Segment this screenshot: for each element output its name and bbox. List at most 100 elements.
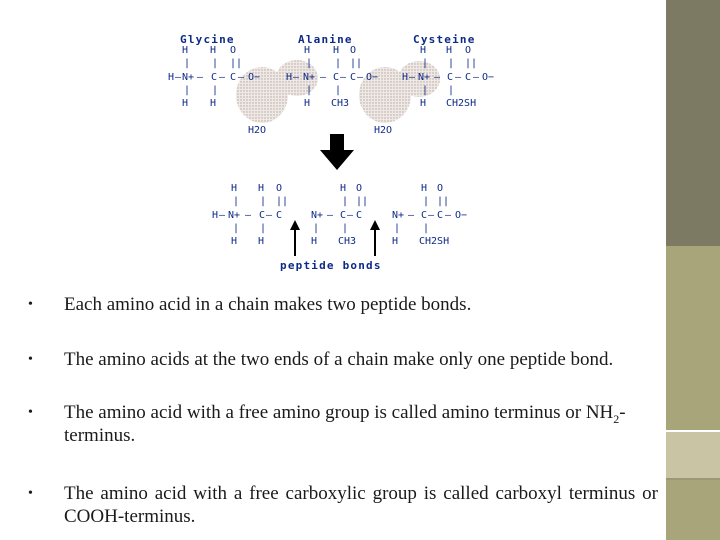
atom-h: H	[168, 72, 174, 83]
bond-v: |	[184, 58, 190, 69]
sidebar-block	[666, 246, 720, 430]
atom-o-minus: O−	[455, 210, 467, 221]
bond-v: |	[184, 85, 190, 96]
atom-h: H	[304, 98, 310, 109]
atom-h: H	[231, 236, 237, 247]
bond-h: —	[434, 72, 441, 83]
bond-v: |	[335, 85, 341, 96]
tripeptide-alanine-residue: H O | || N+ — C — C | | H CH3	[311, 183, 368, 247]
peptide-bond-diagram: Glycine Alanine Cysteine H H O | | || H …	[168, 33, 494, 272]
bond-h: —	[409, 72, 416, 83]
atom-n-plus: N+	[418, 72, 430, 83]
bond-v: |	[313, 223, 319, 234]
bullet-icon: •	[28, 486, 33, 501]
bond-h: —	[455, 72, 462, 83]
atom-c: C	[259, 210, 265, 221]
bond-h: —	[293, 72, 300, 83]
bond-h: —	[219, 210, 226, 221]
bond-h: —	[428, 210, 435, 221]
atom-o: O	[437, 183, 443, 194]
bond-h: —	[320, 72, 327, 83]
bullet-text-part: The amino acid with a free amino group i…	[64, 402, 614, 423]
bond-v: |	[260, 223, 266, 234]
atom-o-minus: O−	[248, 72, 260, 83]
atom-n-plus: N+	[228, 210, 240, 221]
water-label-left: H2O	[248, 125, 266, 136]
bond-h: —	[175, 72, 182, 83]
bond-double-v: ||	[437, 196, 449, 207]
bond-double-v: ||	[356, 196, 368, 207]
bond-v: |	[212, 58, 218, 69]
cysteine-label: Cysteine	[413, 33, 476, 46]
atom-o-minus: O−	[366, 72, 378, 83]
atom-ch2sh: CH2SH	[446, 98, 476, 109]
bullet-item: • The amino acid with a free amino group…	[28, 401, 658, 447]
bond-v: |	[423, 223, 429, 234]
atom-h: H	[182, 45, 188, 56]
atom-h: H	[258, 236, 264, 247]
bond-v: |	[233, 223, 239, 234]
atom-o: O	[276, 183, 282, 194]
bullet-text-part: -terminus.	[64, 402, 626, 446]
cysteine-structure: H H O | | || H — N+ — C — C — O− | | H C…	[402, 45, 494, 109]
bullet-item: • Each amino acid in a chain makes two p…	[28, 293, 658, 316]
bullet-item: • The amino acid with a free carboxylic …	[28, 482, 658, 528]
bullet-icon: •	[28, 352, 33, 367]
atom-n-plus: N+	[182, 72, 194, 83]
bond-v: |	[423, 196, 429, 207]
atom-o: O	[350, 45, 356, 56]
atom-h: H	[392, 236, 398, 247]
atom-o-minus: O−	[482, 72, 494, 83]
bond-h: —	[408, 210, 415, 221]
decorative-sidebar	[666, 0, 720, 540]
atom-c: C	[276, 210, 282, 221]
bullet-text: The amino acid with a free carboxylic gr…	[64, 483, 658, 527]
bond-h: —	[266, 210, 273, 221]
bond-v: |	[306, 58, 312, 69]
bond-v: |	[260, 196, 266, 207]
bond-h: —	[357, 72, 364, 83]
atom-c: C	[437, 210, 443, 221]
atom-h: H	[333, 45, 339, 56]
glycine-structure: H H O | | || H — N+ — C — C — O− | | H H	[168, 45, 260, 109]
bullet-text: The amino acids at the two ends of a cha…	[64, 349, 614, 370]
bond-h: —	[340, 72, 347, 83]
water-label-right: H2O	[374, 125, 392, 136]
peptide-bonds-label: peptide bonds	[280, 259, 382, 272]
sidebar-block	[666, 0, 720, 246]
water-blob-right	[359, 61, 440, 123]
atom-ch3: CH3	[331, 98, 349, 109]
atom-o: O	[465, 45, 471, 56]
bullet-icon: •	[28, 297, 33, 312]
atom-c: C	[465, 72, 471, 83]
bond-v: |	[448, 85, 454, 96]
bond-v: |	[422, 85, 428, 96]
bond-v: |	[394, 223, 400, 234]
bullet-text: The amino acid with a free amino group i…	[64, 401, 658, 447]
tripeptide-glycine-residue: H H O | | || H — N+ — C — C | | H H	[212, 183, 288, 247]
bond-double-v: ||	[350, 58, 362, 69]
atom-h: H	[231, 183, 237, 194]
atom-h: H	[446, 45, 452, 56]
atom-ch3: CH3	[338, 236, 356, 247]
atom-c: C	[447, 72, 453, 83]
tripeptide-cysteine-residue: H O | || N+ — C — C — O− | | H CH2SH	[392, 183, 467, 247]
atom-h: H	[311, 236, 317, 247]
sidebar-block	[666, 432, 720, 478]
atom-h: H	[210, 98, 216, 109]
bond-v: |	[233, 196, 239, 207]
bond-v: |	[422, 58, 428, 69]
bond-v: |	[342, 196, 348, 207]
atom-h: H	[340, 183, 346, 194]
atom-o: O	[230, 45, 236, 56]
bond-h: —	[245, 210, 252, 221]
bullet-icon: •	[28, 405, 33, 420]
atom-c: C	[356, 210, 362, 221]
atom-n-plus: N+	[303, 72, 315, 83]
sidebar-divider	[666, 478, 720, 480]
bond-h: —	[473, 72, 480, 83]
peptide-bond-arrow-icon	[370, 220, 380, 256]
alanine-label: Alanine	[298, 33, 353, 46]
reaction-arrow-icon	[320, 134, 354, 170]
atom-h: H	[421, 183, 427, 194]
